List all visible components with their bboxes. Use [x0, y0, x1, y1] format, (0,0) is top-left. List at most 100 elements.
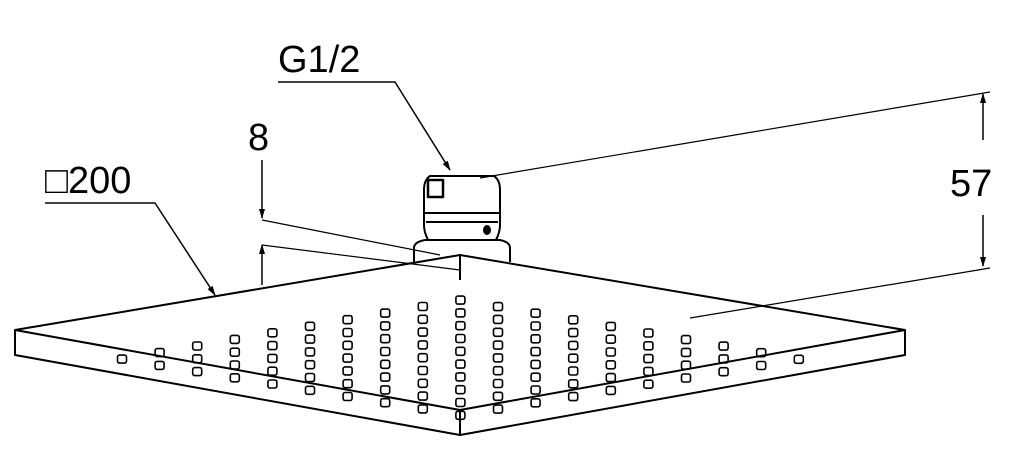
nozzle: [342, 327, 353, 338]
nozzle: [492, 340, 504, 350]
nozzle: [342, 391, 353, 402]
nozzle: [643, 366, 654, 377]
nozzle: [605, 334, 617, 345]
height-ext-bottom: [689, 267, 991, 319]
nozzle: [530, 346, 541, 357]
nozzle: [492, 327, 504, 338]
plate-outline: [14, 254, 906, 436]
height-ext-top: [479, 91, 991, 179]
nozzle: [154, 347, 165, 358]
nozzle: [680, 334, 692, 345]
nozzle: [643, 353, 654, 364]
nozzle: [417, 378, 429, 389]
nozzle-grid: [116, 295, 805, 421]
nozzle: [567, 340, 579, 351]
size-label: □200: [45, 160, 131, 202]
nozzle: [680, 360, 692, 371]
nozzle: [379, 308, 391, 318]
nozzle: [267, 353, 278, 364]
nozzle: [643, 379, 654, 390]
nozzle: [379, 321, 391, 331]
nozzle: [530, 321, 541, 331]
nozzle: [530, 333, 541, 344]
nozzle: [229, 360, 241, 370]
nozzle: [643, 340, 654, 351]
nozzle: [304, 334, 316, 344]
nozzle: [455, 397, 466, 408]
thread-label: G1/2: [278, 39, 360, 81]
nozzle: [718, 354, 729, 364]
nozzle: [379, 372, 391, 382]
nozzle: [455, 333, 466, 344]
nozzle: [680, 373, 692, 383]
nozzle: [492, 314, 504, 325]
nozzle: [191, 341, 203, 351]
nozzle: [680, 347, 692, 358]
nozzle: [229, 372, 241, 383]
nozzle: [455, 359, 466, 369]
nozzle: [643, 328, 654, 338]
nozzle: [304, 321, 316, 332]
nozzle: [605, 359, 617, 370]
nozzle: [191, 366, 203, 377]
nozzle: [755, 360, 767, 371]
nozzle: [605, 321, 617, 332]
nozzle: [492, 353, 504, 363]
nozzle: [492, 301, 504, 312]
nozzle: [455, 410, 466, 421]
nozzle: [417, 314, 429, 325]
nozzle: [191, 353, 203, 364]
nozzle: [342, 378, 353, 389]
nozzle: [229, 347, 241, 358]
nozzle: [492, 365, 504, 376]
nozzle: [530, 359, 541, 370]
nozzle: [342, 340, 353, 351]
nozzle: [342, 366, 353, 376]
nozzle: [455, 320, 466, 331]
nozzle: [417, 340, 429, 350]
nozzle: [455, 384, 466, 395]
nozzle: [267, 327, 278, 338]
nozzle: [455, 372, 466, 382]
nozzle: [718, 341, 729, 351]
nozzle: [567, 391, 579, 402]
size-leader: [45, 202, 216, 296]
nozzle: [492, 391, 504, 402]
thickness-label: 8: [248, 117, 269, 159]
nozzle: [605, 372, 617, 383]
nozzle: [793, 354, 805, 365]
nozzle: [567, 366, 579, 376]
nozzle: [718, 366, 729, 377]
nozzle: [342, 353, 353, 363]
nozzle: [379, 359, 391, 370]
nozzle: [304, 372, 316, 383]
nozzle: [530, 372, 541, 383]
nozzle: [492, 378, 504, 389]
nozzle: [530, 308, 541, 319]
nozzle: [379, 385, 391, 395]
nozzle: [304, 385, 316, 396]
nozzle: [567, 353, 579, 364]
nozzle: [417, 365, 429, 376]
nozzle: [567, 327, 579, 338]
nozzle: [229, 334, 241, 345]
nozzle: [530, 397, 541, 408]
g12-leader: [278, 81, 451, 171]
nozzle: [267, 340, 278, 351]
nozzle: [455, 346, 466, 357]
nozzle: [530, 385, 541, 395]
nozzle: [379, 346, 391, 357]
nozzle: [417, 327, 429, 337]
nozzle: [267, 379, 278, 389]
nozzle: [417, 404, 429, 414]
nozzle: [455, 308, 466, 318]
nozzle: [755, 347, 767, 358]
nozzle: [417, 352, 429, 363]
nozzle: [417, 391, 429, 401]
nozzle: [304, 359, 316, 370]
nozzle: [267, 366, 278, 377]
nozzle: [492, 404, 504, 414]
nozzle: [116, 354, 128, 364]
